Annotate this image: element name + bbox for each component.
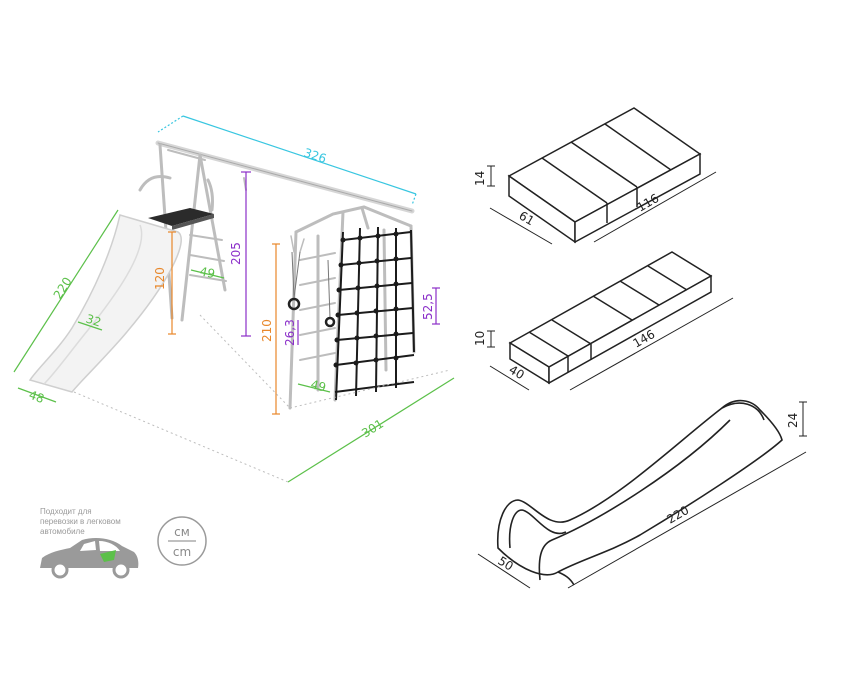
playground-frame — [138, 140, 416, 410]
tower-height-dimension — [272, 243, 280, 415]
package-1-dimensions — [487, 165, 717, 245]
base-length-label: 301 — [359, 417, 386, 441]
swing-height-label: 205 — [229, 242, 243, 265]
slide-length-dimension — [13, 209, 119, 373]
slide-base-dimension — [17, 387, 57, 403]
package-2-dimensions — [487, 297, 734, 391]
slide-package-height-label: 24 — [786, 413, 800, 428]
tower-depth-label: 49 — [309, 377, 327, 394]
ring-length-dimension — [432, 287, 440, 325]
platform-height-dimension — [168, 231, 176, 335]
slide-length-label: 220 — [51, 275, 75, 302]
climbing-net — [333, 226, 415, 401]
package-1-height-label: 14 — [473, 171, 487, 186]
slide-base-label: 48 — [27, 388, 46, 406]
gymnastic-rings — [287, 251, 336, 328]
package-2-height-label: 10 — [473, 331, 487, 346]
slide-width-label: 32 — [84, 312, 103, 330]
step-depth-label: 49 — [198, 264, 216, 281]
package-2-depth-label: 40 — [507, 362, 527, 382]
tower-height-label: 210 — [260, 319, 274, 342]
swing-height-dimension — [241, 171, 251, 337]
width-label: 326 — [302, 146, 328, 166]
slide-package-dimensions — [477, 401, 807, 589]
ground-guides — [73, 314, 451, 483]
slide-width-dimension — [77, 321, 103, 331]
units-icon: см cm — [157, 516, 207, 566]
car-icon — [40, 538, 139, 579]
slide — [28, 214, 182, 393]
platform — [148, 208, 214, 226]
ring-length-label: 52,5 — [421, 293, 435, 320]
base-length-dimension — [287, 377, 455, 483]
tower-depth-dimension — [297, 383, 331, 393]
step-depth-dimension — [190, 269, 225, 279]
package-1-depth-label: 61 — [517, 208, 537, 228]
width-dimension — [157, 115, 417, 206]
transport-note: Подходит для перевозки в легковом автомо… — [40, 507, 123, 536]
package-1 — [507, 107, 702, 244]
units-bottom: cm — [173, 545, 191, 559]
slide-package-width-label: 50 — [495, 554, 515, 574]
rung-gap-label: 26,3 — [283, 319, 297, 346]
units-top: см — [174, 525, 190, 539]
slide-package — [496, 399, 783, 586]
package-2 — [508, 251, 713, 385]
platform-height-label: 120 — [153, 267, 167, 290]
